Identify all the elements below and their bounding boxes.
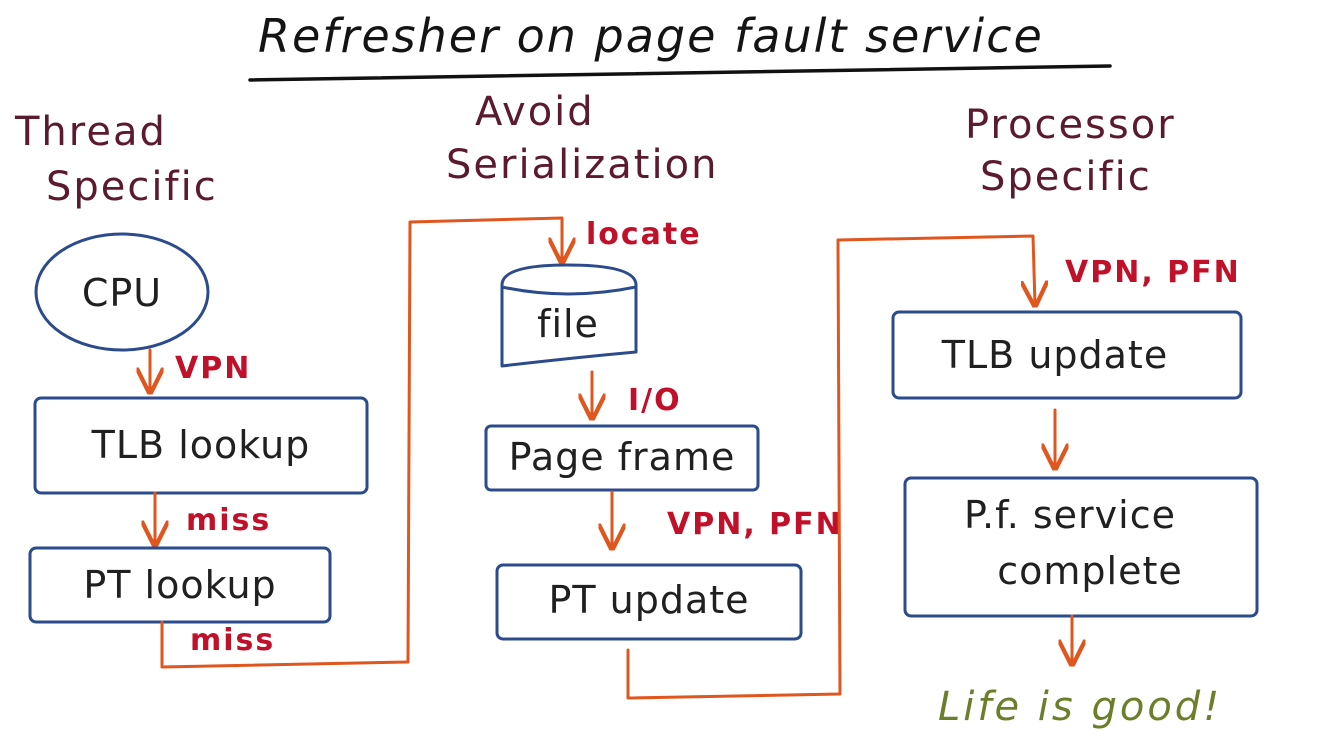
heading-avoid-line2: Serialization — [446, 142, 718, 188]
cpu-node — [34, 232, 210, 352]
edge-label-miss-1: miss — [186, 503, 271, 538]
edge-label-vpn-pfn-2: VPN, PFN — [1065, 255, 1241, 290]
heading-processor-line1: Processor — [965, 102, 1176, 148]
connector-pt-lookup-to-file — [160, 216, 562, 669]
pt-lookup-box — [28, 546, 332, 624]
tlb-lookup-box — [33, 396, 369, 495]
heading-thread-line1: Thread — [14, 109, 167, 155]
edge-label-locate: locate — [586, 217, 702, 252]
title-underline — [248, 64, 1112, 82]
pf-complete-box — [903, 476, 1259, 618]
edge-label-io: I/O — [628, 383, 682, 418]
heading-processor-line2: Specific — [980, 154, 1152, 200]
tlb-update-label: TLB update — [941, 333, 1168, 377]
pt-update-box — [495, 563, 803, 641]
tlb-update-box — [891, 310, 1243, 400]
file-label: file — [537, 302, 599, 346]
pf-complete-label-line2: complete — [997, 549, 1183, 593]
edge-label-vpn: VPN — [175, 351, 251, 386]
tlb-lookup-label: TLB lookup — [91, 423, 311, 467]
file-node-lid — [500, 285, 638, 296]
heading-thread-line2: Specific — [46, 164, 218, 210]
file-node — [500, 263, 638, 368]
pf-complete-label-line1: P.f. service — [964, 493, 1176, 537]
heading-avoid-line1: Avoid — [475, 89, 595, 135]
page-frame-label: Page frame — [509, 435, 736, 479]
connector-pt-update-to-tlb-update — [626, 234, 1035, 700]
page-title: Refresher on page fault service — [258, 9, 1044, 63]
footer-message: Life is good! — [938, 684, 1222, 730]
edge-label-vpn-pfn-1: VPN, PFN — [667, 507, 843, 542]
cpu-label: CPU — [82, 271, 162, 315]
page-frame-box — [484, 424, 760, 492]
pt-update-label: PT update — [548, 578, 749, 622]
edge-label-miss-2: miss — [190, 623, 275, 658]
pt-lookup-label: PT lookup — [83, 563, 276, 607]
